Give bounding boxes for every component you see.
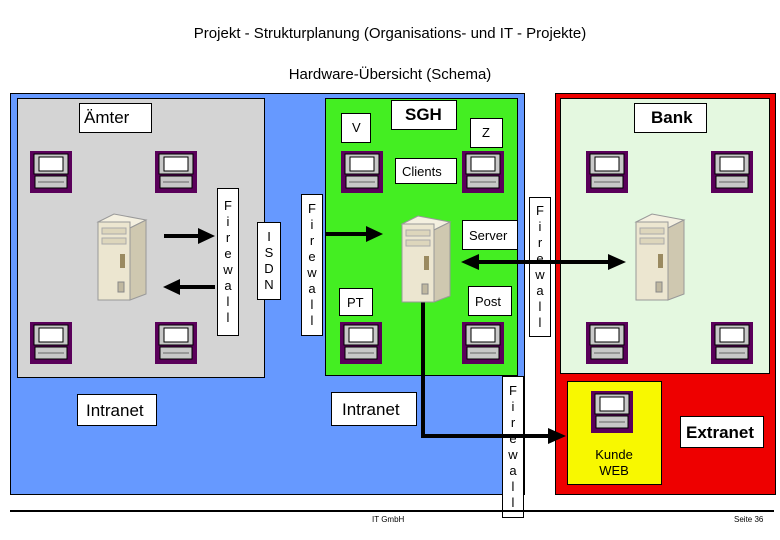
arrow-from-firewall xyxy=(163,279,215,295)
firewall-letter: a xyxy=(509,463,517,478)
firewall-letter: r xyxy=(537,235,543,250)
firewall-letter: l xyxy=(226,294,230,309)
footer-company: IT GmbH xyxy=(372,515,405,524)
firewall-letter: l xyxy=(538,315,542,330)
v-label-box: V xyxy=(341,113,371,143)
firewall-letter: l xyxy=(226,310,230,325)
firewall-letter: e xyxy=(509,431,517,446)
line-server-extranet xyxy=(421,300,566,444)
sgh-label: SGH xyxy=(405,105,442,124)
computer-terminal-icon xyxy=(590,390,634,434)
aemter-label: Ämter xyxy=(84,108,130,127)
firewall-letter: w xyxy=(223,262,233,277)
clients-label: Clients xyxy=(402,164,442,179)
firewall-letter: r xyxy=(510,415,516,430)
extranet-box: Extranet xyxy=(680,416,764,448)
firewall-letter: l xyxy=(310,313,314,328)
computer-terminal-icon xyxy=(710,321,754,365)
firewall-letter: F xyxy=(308,201,316,216)
firewall-letter: N xyxy=(264,277,274,292)
sgh-intranet-label: Intranet xyxy=(342,400,400,419)
firewall-letter: l xyxy=(538,299,542,314)
firewall-letter: i xyxy=(511,399,515,414)
computer-terminal-icon xyxy=(585,321,629,365)
bank-label-box: Bank xyxy=(634,103,707,133)
computer-terminal-icon xyxy=(154,321,198,365)
firewall-letter: w xyxy=(508,447,518,462)
server-label: Server xyxy=(469,228,508,243)
arrow-to-server xyxy=(326,226,383,242)
aemter-intranet-box: Intranet xyxy=(77,394,157,426)
computer-terminal-icon xyxy=(339,321,383,365)
z-label: Z xyxy=(482,125,490,140)
computer-terminal-icon xyxy=(461,150,505,194)
firewall-letter: F xyxy=(224,198,232,213)
z-label-box: Z xyxy=(470,118,503,148)
sgh-intranet-box: Intranet xyxy=(331,392,417,426)
server-tower-icon xyxy=(88,212,148,302)
firewall-letter: i xyxy=(538,219,542,234)
firewall-letter: F xyxy=(536,203,544,218)
computer-terminal-icon xyxy=(29,321,73,365)
firewall-letter: l xyxy=(511,479,515,494)
computer-terminal-icon xyxy=(585,150,629,194)
footer-page-number: Seite 36 xyxy=(734,515,764,524)
firewall-letter: a xyxy=(308,281,316,296)
computer-terminal-icon xyxy=(710,150,754,194)
firewall-letter: i xyxy=(226,214,230,229)
firewall-letter: i xyxy=(310,217,314,232)
computer-terminal-icon xyxy=(154,150,198,194)
pt-label: PT xyxy=(347,295,364,310)
firewall-letter: F xyxy=(509,383,517,398)
v-label: V xyxy=(352,120,361,135)
aemter-intranet-label: Intranet xyxy=(86,401,144,420)
firewall-letter: S xyxy=(264,245,274,260)
aemter-label-box: Ämter xyxy=(79,103,152,133)
kunde-web-label: Kunde WEB xyxy=(595,447,633,478)
firewall-letter: a xyxy=(224,278,232,293)
firewall-letter: D xyxy=(264,261,274,276)
arrow-server-bank xyxy=(461,254,626,270)
firewall-letter: r xyxy=(225,230,231,245)
firewall-letter: w xyxy=(535,267,545,282)
post-label-box: Post xyxy=(468,286,512,316)
server-tower-icon xyxy=(626,212,686,302)
firewall-letter: e xyxy=(536,251,544,266)
server-tower-icon xyxy=(392,214,452,304)
extranet-label: Extranet xyxy=(686,423,755,442)
pt-label-box: PT xyxy=(339,288,373,316)
page-title: Projekt - Strukturplanung (Organisations… xyxy=(193,25,587,42)
arrow-to-firewall xyxy=(164,228,215,244)
firewall-letter: a xyxy=(536,283,544,298)
firewall-letter: l xyxy=(310,297,314,312)
firewall-letter: e xyxy=(308,249,316,264)
firewall-letter: I xyxy=(267,229,271,244)
clients-label-box: Clients xyxy=(395,158,457,184)
firewall-letter: w xyxy=(307,265,317,280)
post-label: Post xyxy=(475,294,502,309)
firewall-letter: r xyxy=(309,233,315,248)
firewall-letter: l xyxy=(511,495,515,510)
computer-terminal-icon xyxy=(29,150,73,194)
bank-label: Bank xyxy=(651,108,693,127)
computer-terminal-icon xyxy=(340,150,384,194)
server-label-box: Server xyxy=(462,220,518,250)
sgh-label-box: SGH xyxy=(391,100,457,130)
computer-terminal-icon xyxy=(461,321,505,365)
diagram-subtitle: Hardware-Übersicht (Schema) xyxy=(288,66,492,83)
firewall-letter: e xyxy=(224,246,232,261)
